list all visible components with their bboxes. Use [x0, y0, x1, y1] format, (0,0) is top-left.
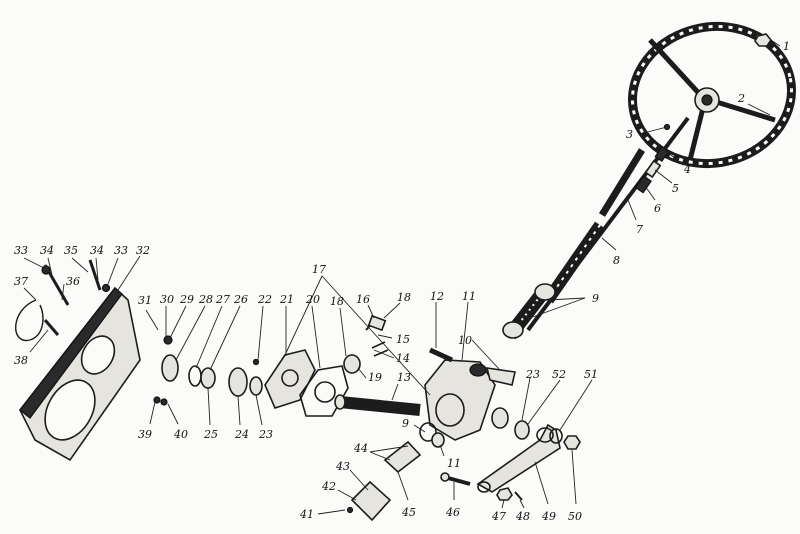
cover-flange: [264, 349, 316, 409]
callout-17: 17: [312, 263, 326, 276]
nut-47-48: [496, 487, 523, 501]
callout-4: 4: [683, 163, 691, 176]
callout-2: 2: [737, 92, 745, 105]
callout-30: 30: [160, 293, 174, 306]
callout-43: 43: [335, 460, 350, 473]
callout-21: 21: [279, 293, 294, 306]
callout-26: 26: [233, 293, 248, 306]
callout-36: 36: [66, 275, 80, 288]
callout-13: 13: [397, 371, 411, 384]
callout-47: 47: [491, 510, 506, 523]
callout-49: 49: [541, 510, 556, 523]
callout-22: 22: [257, 293, 272, 306]
ball-pin-46: [440, 472, 471, 486]
callout-44: 44: [353, 442, 368, 455]
seal-rings: [419, 407, 530, 448]
callout-11-bottom: 11: [447, 457, 461, 470]
callout-25: 25: [203, 428, 218, 441]
steering-wheel: [627, 21, 797, 169]
nut-washer-50-51: [549, 428, 581, 450]
callout-41: 41: [299, 508, 314, 521]
callout-7: 7: [636, 223, 643, 236]
callout-9-bottom: 9: [402, 417, 409, 430]
callout-24: 24: [234, 428, 249, 441]
pitman-arm: [476, 423, 561, 493]
callout-18-left: 18: [330, 295, 344, 308]
callout-34-left: 34: [40, 244, 54, 257]
mounting-plate: [19, 286, 141, 462]
callout-38: 38: [14, 354, 28, 367]
callout-51: 51: [584, 368, 598, 381]
worm-gear: [502, 283, 556, 340]
callout-23-right: 23: [525, 368, 540, 381]
callout-19: 19: [368, 371, 382, 384]
callout-3: 3: [626, 128, 633, 141]
callout-33-right: 33: [114, 244, 128, 257]
callout-37: 37: [14, 275, 28, 288]
callout-23-left: 23: [258, 428, 273, 441]
callout-42: 42: [321, 480, 336, 493]
callout-46: 46: [445, 506, 460, 519]
callout-39: 39: [138, 428, 152, 441]
callout-34-right: 34: [90, 244, 104, 257]
callout-14: 14: [396, 352, 410, 365]
callout-28: 28: [198, 293, 213, 306]
bottom-cover: [346, 440, 422, 522]
callout-40: 40: [173, 428, 188, 441]
gasket: [299, 365, 349, 417]
callout-29: 29: [179, 293, 194, 306]
callout-32: 32: [136, 244, 150, 257]
callouts: 1 2 3 4 5 6 7 8 9 9 10 11 11 12 13 14: [14, 39, 790, 523]
callout-9-top: 9: [592, 292, 599, 305]
callout-11-top: 11: [462, 290, 476, 303]
callout-33-left: 33: [14, 244, 28, 257]
clip-38: [43, 319, 60, 336]
callout-5: 5: [672, 182, 679, 195]
callout-16: 16: [356, 293, 370, 306]
bearing-stack: [153, 335, 263, 406]
callout-35: 35: [64, 244, 78, 257]
callout-27: 27: [215, 293, 230, 306]
bolt-assembly-33-36: [41, 259, 111, 306]
wire-loop-37: [15, 299, 44, 342]
sector-shaft: [334, 394, 421, 416]
callout-6: 6: [654, 202, 661, 215]
callout-1: 1: [783, 40, 790, 53]
callout-18-right: 18: [397, 291, 411, 304]
callout-10: 10: [458, 334, 472, 347]
callout-50: 50: [568, 510, 582, 523]
callout-31: 31: [138, 294, 152, 307]
callout-20: 20: [305, 293, 320, 306]
roller-19: [343, 354, 361, 374]
callout-8: 8: [613, 254, 620, 267]
callout-15: 15: [396, 333, 410, 346]
callout-52: 52: [552, 368, 566, 381]
callout-45: 45: [401, 506, 416, 519]
gearbox-housing: [424, 347, 496, 441]
callout-48: 48: [515, 510, 530, 523]
wheel-nut-1: [754, 33, 772, 47]
callout-12: 12: [430, 290, 444, 303]
yoke-10: [485, 367, 516, 386]
